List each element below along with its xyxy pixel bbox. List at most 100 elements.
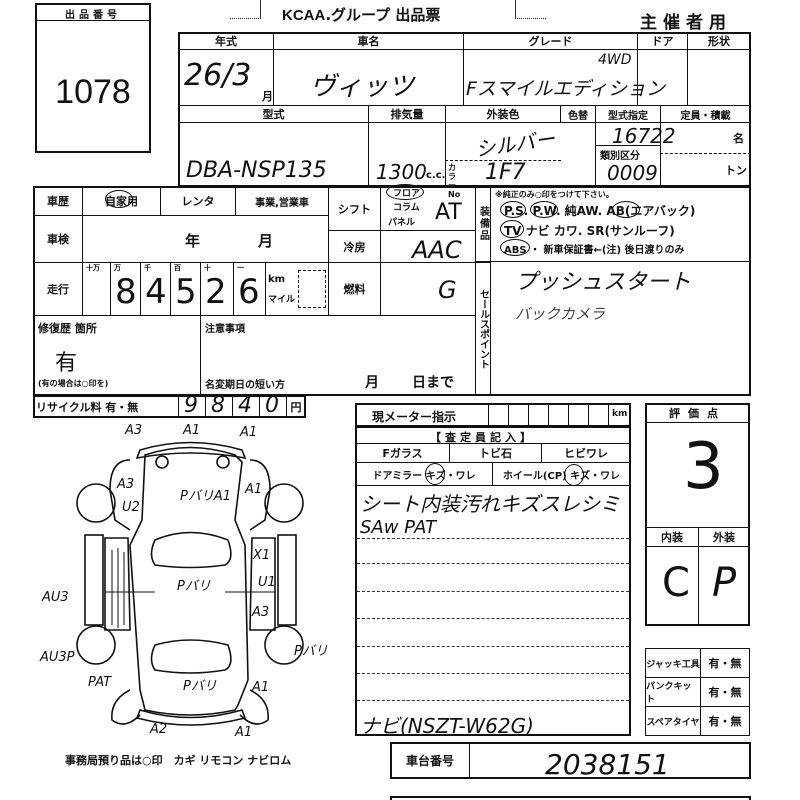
rear-bumper xyxy=(135,709,247,726)
selected-circle xyxy=(105,190,133,208)
drive-value: 4WD xyxy=(598,52,632,68)
odometer-digit: 5 xyxy=(175,272,197,312)
mile-checkbox[interactable] xyxy=(298,270,326,308)
inspector-box xyxy=(355,426,631,736)
tons-unit: トン xyxy=(725,164,747,177)
accessory-label: スペアタイヤ xyxy=(645,706,701,736)
wheel-rr xyxy=(264,625,304,665)
wheel-fr xyxy=(264,483,304,523)
writing-line xyxy=(357,591,629,592)
meter-digit-box[interactable] xyxy=(508,403,529,427)
meter-digit-box[interactable] xyxy=(568,403,589,427)
chassis-value: 2038151 xyxy=(545,748,670,781)
damage-mark: A3 xyxy=(117,477,135,492)
damage-mark: A1 xyxy=(183,423,201,438)
shift-column: コラム xyxy=(393,203,420,213)
accessory-label: パンクキット xyxy=(645,677,701,707)
accessory-label: ジャッキ工具 xyxy=(645,648,701,678)
writing-line xyxy=(357,700,629,701)
writing-line xyxy=(357,563,629,564)
exterior-score: P xyxy=(712,560,737,606)
odometer-digit: 2 xyxy=(205,272,227,312)
chassis-label: 車台番号 xyxy=(390,742,470,779)
wheel-rl xyxy=(76,625,116,665)
car-name-value: ヴィッツ xyxy=(310,72,415,102)
interior-score: C xyxy=(662,560,690,606)
damage-mark: A3 xyxy=(125,423,143,438)
fuel-label: 燃料 xyxy=(328,262,381,316)
fglass-label: Fガラス xyxy=(355,443,450,463)
year-value: 26/3 xyxy=(184,58,252,93)
copy-label: 主催者用 xyxy=(640,13,732,33)
damage-mark: PバリA1 xyxy=(180,489,232,504)
shift-value: AT xyxy=(435,200,462,225)
mirror-circle xyxy=(425,463,445,485)
writing-line xyxy=(357,538,629,539)
windshield xyxy=(150,531,232,569)
inspection-year-unit: 年 xyxy=(185,232,201,250)
color-header: 外装色 xyxy=(445,105,561,123)
inspector-note: SAw PAT xyxy=(360,517,437,538)
doors-header: ドア xyxy=(637,32,688,50)
damage-mark: AU3P xyxy=(40,650,75,665)
inspection-month-unit: 月 xyxy=(258,232,274,250)
model-value: DBA-NSP135 xyxy=(186,158,327,183)
history-option-rental[interactable]: レンタ xyxy=(160,186,236,216)
accessory-value[interactable]: 有・無 xyxy=(700,648,750,678)
capacity-divider xyxy=(660,153,751,154)
header-title-text: グループ 出品票 xyxy=(331,6,441,24)
color-divider xyxy=(445,160,561,161)
persons-unit: 名 xyxy=(733,132,744,145)
model-header: 型式 xyxy=(178,105,369,123)
wheel-label: ホイール(CP) キズ・ワレ xyxy=(492,462,631,486)
mile-unit: マイル xyxy=(268,295,296,305)
wheel-fl xyxy=(76,483,116,523)
shift-circle xyxy=(386,184,424,200)
class-label: 類別区分 xyxy=(600,151,640,162)
car-body xyxy=(129,446,249,716)
mirror-label: ドアミラー キズ・ワレ xyxy=(355,462,493,486)
recycle-digit: 9 xyxy=(184,393,198,418)
fuel-cell xyxy=(380,262,476,316)
wheel-circle xyxy=(564,464,584,486)
color-no-value: 1F7 xyxy=(485,160,526,185)
damage-mark: A1 xyxy=(240,425,258,440)
recycle-yen: 円 xyxy=(286,395,306,418)
grade-value: Fスマイルエディション xyxy=(466,78,666,100)
equipment-label: 装備品 xyxy=(475,186,491,262)
odometer-digit-cell xyxy=(233,262,266,316)
shape-cell xyxy=(687,49,751,106)
damage-mark: PAT xyxy=(88,675,112,690)
meter-digit-box[interactable] xyxy=(588,403,609,427)
inspector-label: 【査定員記入】 xyxy=(430,431,535,444)
inspector-note: シート内装汚れキズスレシミ xyxy=(360,492,620,516)
damage-mark: A2 xyxy=(150,722,168,737)
recycle-digit: 8 xyxy=(211,393,225,418)
right-sill xyxy=(277,534,297,626)
meter-digit-box[interactable] xyxy=(528,403,549,427)
header-bracket-left xyxy=(230,0,261,19)
damage-mark: U1 xyxy=(258,575,276,590)
history-option-business[interactable]: 事業,営業車 xyxy=(235,186,329,216)
accessory-value[interactable]: 有・無 xyxy=(700,677,750,707)
odometer-unit-label: 百 xyxy=(174,264,181,272)
odometer-unit-label: 十万 xyxy=(86,264,100,272)
recycle-digit: 4 xyxy=(238,393,252,418)
displacement-header: 排気量 xyxy=(368,105,446,123)
odometer-unit-label: 千 xyxy=(144,264,151,272)
accessory-value[interactable]: 有・無 xyxy=(700,706,750,736)
damage-mark: A1 xyxy=(235,725,253,740)
chip-option[interactable]: トビ石 xyxy=(449,443,542,463)
writing-line xyxy=(357,673,629,674)
meter-digit-box[interactable] xyxy=(548,403,569,427)
odometer-digit: 8 xyxy=(115,272,137,312)
crack-option[interactable]: ヒビワレ xyxy=(541,443,631,463)
month-unit: 月 xyxy=(262,90,273,103)
notes-label: 注意事項 xyxy=(205,324,245,335)
shift-panel: パネル xyxy=(388,218,416,228)
meter-digit-box[interactable] xyxy=(488,403,509,427)
damage-mark: Pバリ xyxy=(183,679,217,694)
km-unit: km xyxy=(268,274,286,285)
equipment-cell xyxy=(490,186,751,262)
